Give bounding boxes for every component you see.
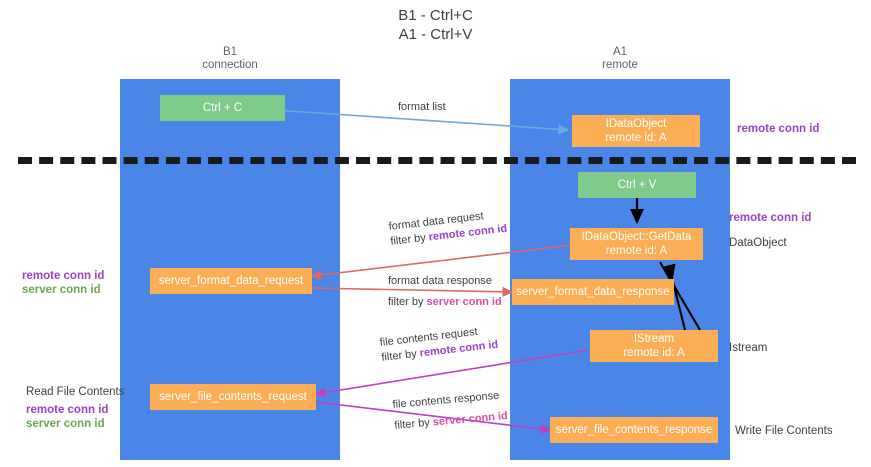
node-ctrl-v[interactable]: Ctrl + V	[578, 172, 696, 198]
annotation-dataobject: DataObject	[729, 237, 787, 249]
wire-file-contents-request	[314, 349, 589, 398]
phase-divider	[18, 157, 856, 164]
annotation-left-bottom-remote-conn-id: remote conn id	[26, 404, 109, 416]
edge-label-format-data-response-line2: filter by server conn id	[388, 296, 502, 308]
wire-format-list	[273, 109, 570, 135]
annotation-remote-conn-id-mid: remote conn id	[729, 212, 812, 224]
annotation-left-remote-conn-id: remote conn id	[22, 270, 105, 282]
wire-format-data-request	[310, 244, 573, 280]
wire-file-contents-response	[315, 401, 552, 434]
annotation-read-file-contents: Read File Contents	[26, 386, 125, 398]
node-server-format-data-response[interactable]: server_format_data_response	[512, 279, 674, 305]
wire-getdata-to-istream	[659, 261, 701, 331]
edge-label-format-list: format list	[398, 101, 446, 113]
node-idataobject-getdata[interactable]: IDataObject::GetData remote id: A	[570, 228, 703, 260]
page-title: B1 - Ctrl+C A1 - Ctrl+V	[398, 7, 473, 43]
annotation-write-file-contents: Write File Contents	[735, 425, 833, 437]
annotation-left-server-conn-id: server conn id	[22, 284, 101, 296]
column-header-a1: A1 remote	[602, 46, 638, 71]
edge-label-format-data-response: format data response filter by server co…	[388, 274, 502, 310]
node-istream[interactable]: IStream remote id: A	[590, 330, 718, 362]
edge-label-format-data-response-line1: format data response	[388, 275, 492, 287]
node-server-format-data-request[interactable]: server_format_data_request	[150, 268, 312, 294]
wire-format-data-response	[311, 286, 514, 297]
annotation-istream: Istream	[729, 342, 768, 354]
node-ctrl-c[interactable]: Ctrl + C	[160, 95, 285, 121]
node-server-file-contents-request[interactable]: server_file_contents_request	[150, 384, 316, 410]
annotation-left-bottom-server-conn-id: server conn id	[26, 418, 105, 430]
node-server-file-contents-response[interactable]: server_file_contents_response	[550, 417, 718, 443]
node-idataobject[interactable]: IDataObject remote id: A	[572, 115, 700, 147]
column-header-b1: B1 connection	[202, 46, 258, 71]
annotation-remote-conn-id-top: remote conn id	[737, 123, 820, 135]
